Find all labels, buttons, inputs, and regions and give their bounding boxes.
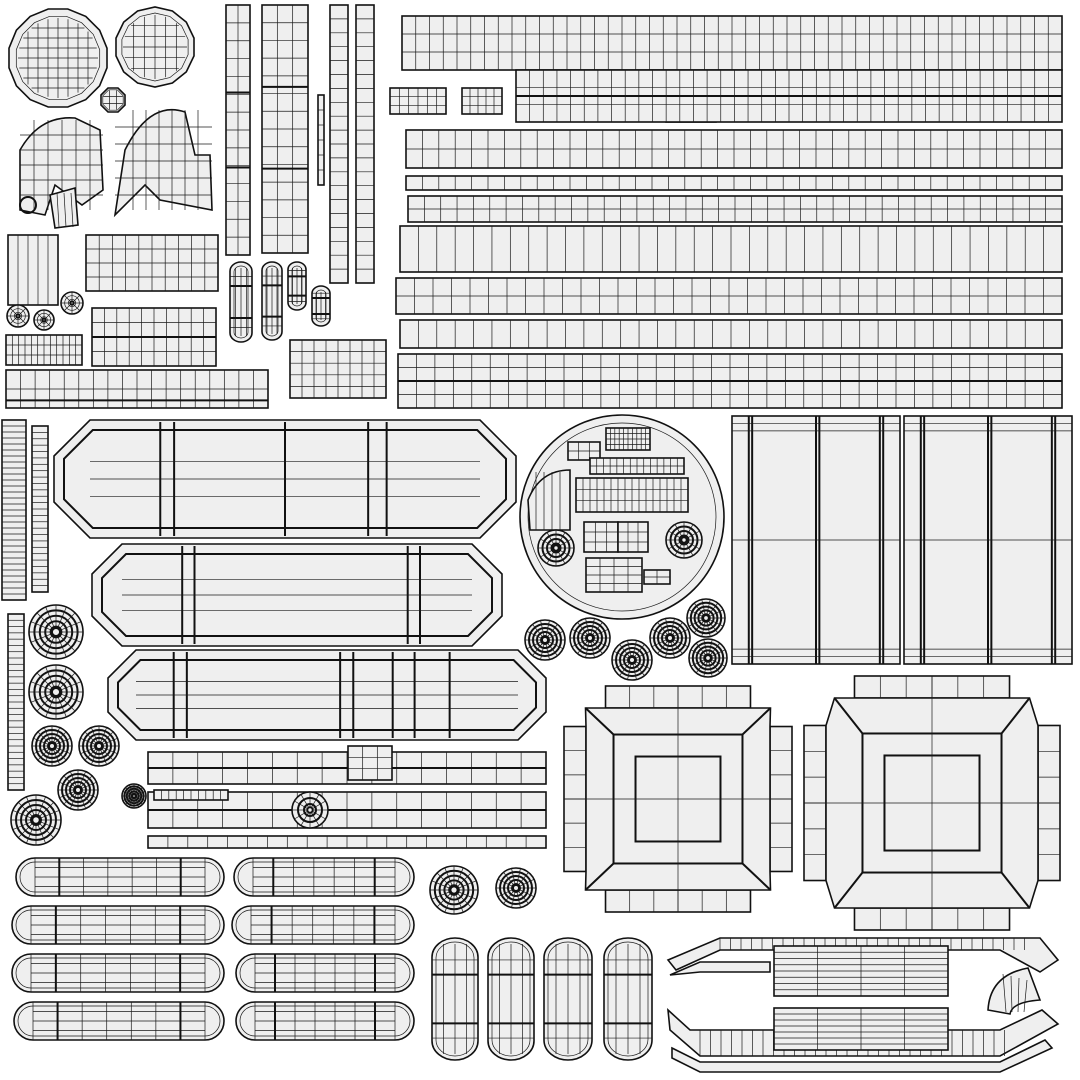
uv-island-column-strip-4 [355,4,375,284]
uv-island-cap-cluster-2 [569,617,611,659]
uv-island-rail-capsule-8 [235,1001,415,1041]
uv-island-cap-cluster-6 [688,638,728,678]
uv-island-rail-capsule-1 [15,857,225,897]
uv-handrail-center-block-top [773,945,949,997]
uv-atlas-piece-6 [617,521,649,553]
uv-island-thin-rail [317,94,325,186]
uv-island-cap-cluster-4 [649,617,691,659]
uv-island-ladder-c [7,613,25,791]
uv-island-column-strip-2 [261,4,309,254]
uv-island-plank-left-e [5,369,269,409]
uv-island-roof-strip-9 [397,353,1063,409]
uv-island-roof-strip-1 [401,15,1063,71]
uv-atlas-disc-b [665,521,703,559]
uv-atlas-disc-a [537,529,575,567]
uv-island-arm-left [19,108,213,229]
uv-island-trim-tiny [153,789,229,801]
uv-island-bottom-disc-b [495,867,537,909]
uv-island-column-base-2 [28,664,84,720]
uv-island-plank-mid-f [289,339,387,399]
uv-island-column-base-7 [121,783,147,809]
uv-island-small-cap [100,87,126,113]
uv-island-small-pill-2 [261,261,283,341]
uv-island-roof-strip-6 [399,225,1063,273]
uv-atlas-piece-4 [575,477,689,513]
uv-island-rail-capsule-3 [11,905,225,945]
uv-island-tiny-block [389,87,447,115]
uv-island-tiny-cap-a [60,291,84,315]
uv-island-cap-cluster-1 [524,619,566,661]
uv-atlas-piece-7 [585,557,643,593]
uv-island-column-strip-3 [329,4,349,284]
uv-island-small-pill-3 [287,261,307,311]
uv-island-ornament-rosette [291,791,329,829]
uv-island-tiny-block-2 [461,87,503,115]
uv-atlas-piece-1 [605,427,651,451]
uv-handrail-center-block-bottom [773,1007,949,1051]
uv-island-pedestal-unwrap-left [563,685,793,913]
uv-island-plank-left-d [5,334,83,366]
uv-island-ladder-a [1,419,27,601]
uv-island-small-pill-4 [311,285,331,327]
uv-atlas-piece-2 [567,441,601,461]
uv-island-tiny-cap-b [33,309,55,331]
uv-island-cornice-octagon [53,419,517,539]
uv-island-dome-cap-medium [115,6,195,88]
uv-island-small-pill-1 [229,261,253,343]
uv-atlas-piece-5 [583,521,619,553]
uv-island-roof-strip-5 [407,195,1063,223]
uv-atlas-piece-3 [589,457,685,475]
uv-island-column-base-6 [10,794,62,846]
uv-island-roof-strip-7 [395,277,1063,315]
uv-island-roof-strip-2 [515,69,1063,123]
uv-island-molding-a [147,751,547,785]
uv-island-frieze-panel [107,649,547,741]
uv-island-cornice-band [91,543,503,647]
uv-island-rail-capsule-5 [11,953,225,993]
uv-island-cap-cluster-5 [686,598,726,638]
uv-island-rail-capsule-6 [235,953,415,993]
uv-island-rail-capsule-2 [233,857,415,897]
uv-island-dome-cap-large [8,8,108,108]
uv-island-plank-left-b [85,234,219,292]
uv-island-baluster-capsule-4 [603,937,653,1061]
uv-island-pedestal-unwrap-right [803,675,1061,931]
uv-island-ladder-b [31,425,49,593]
uv-island-baluster-capsule-1 [431,937,479,1061]
uv-atlas-piece-8 [643,569,671,585]
uv-island-rosette-base [347,745,393,781]
uv-island-bottom-disc-a [429,865,479,915]
uv-island-molding-c [147,835,547,849]
uv-island-wall-panel-2 [903,415,1073,665]
uv-island-cap-cluster-3 [611,639,653,681]
uv-island-rail-capsule-7 [13,1001,225,1041]
uv-island-baluster-capsule-2 [487,937,535,1061]
uv-island-roof-strip-8 [399,319,1063,349]
uv-island-column-base-4 [78,725,120,767]
uv-island-column-base-5 [57,769,99,811]
uv-island-baluster-capsule-3 [543,937,593,1061]
uv-island-roof-strip-3 [405,129,1063,169]
uv-island-tiny-cap-c [6,304,30,328]
uv-island-roof-strip-4 [405,175,1063,191]
uv-island-column-base-3 [31,725,73,767]
uv-island-column-base-1 [28,604,84,660]
uv-island-plank-left-c [91,307,217,367]
uv-island-wall-panel-1 [731,415,901,665]
uv-island-column-strip-1 [225,4,251,256]
uv-island-plank-left-a [7,234,59,306]
uv-island-rail-capsule-4 [231,905,415,945]
